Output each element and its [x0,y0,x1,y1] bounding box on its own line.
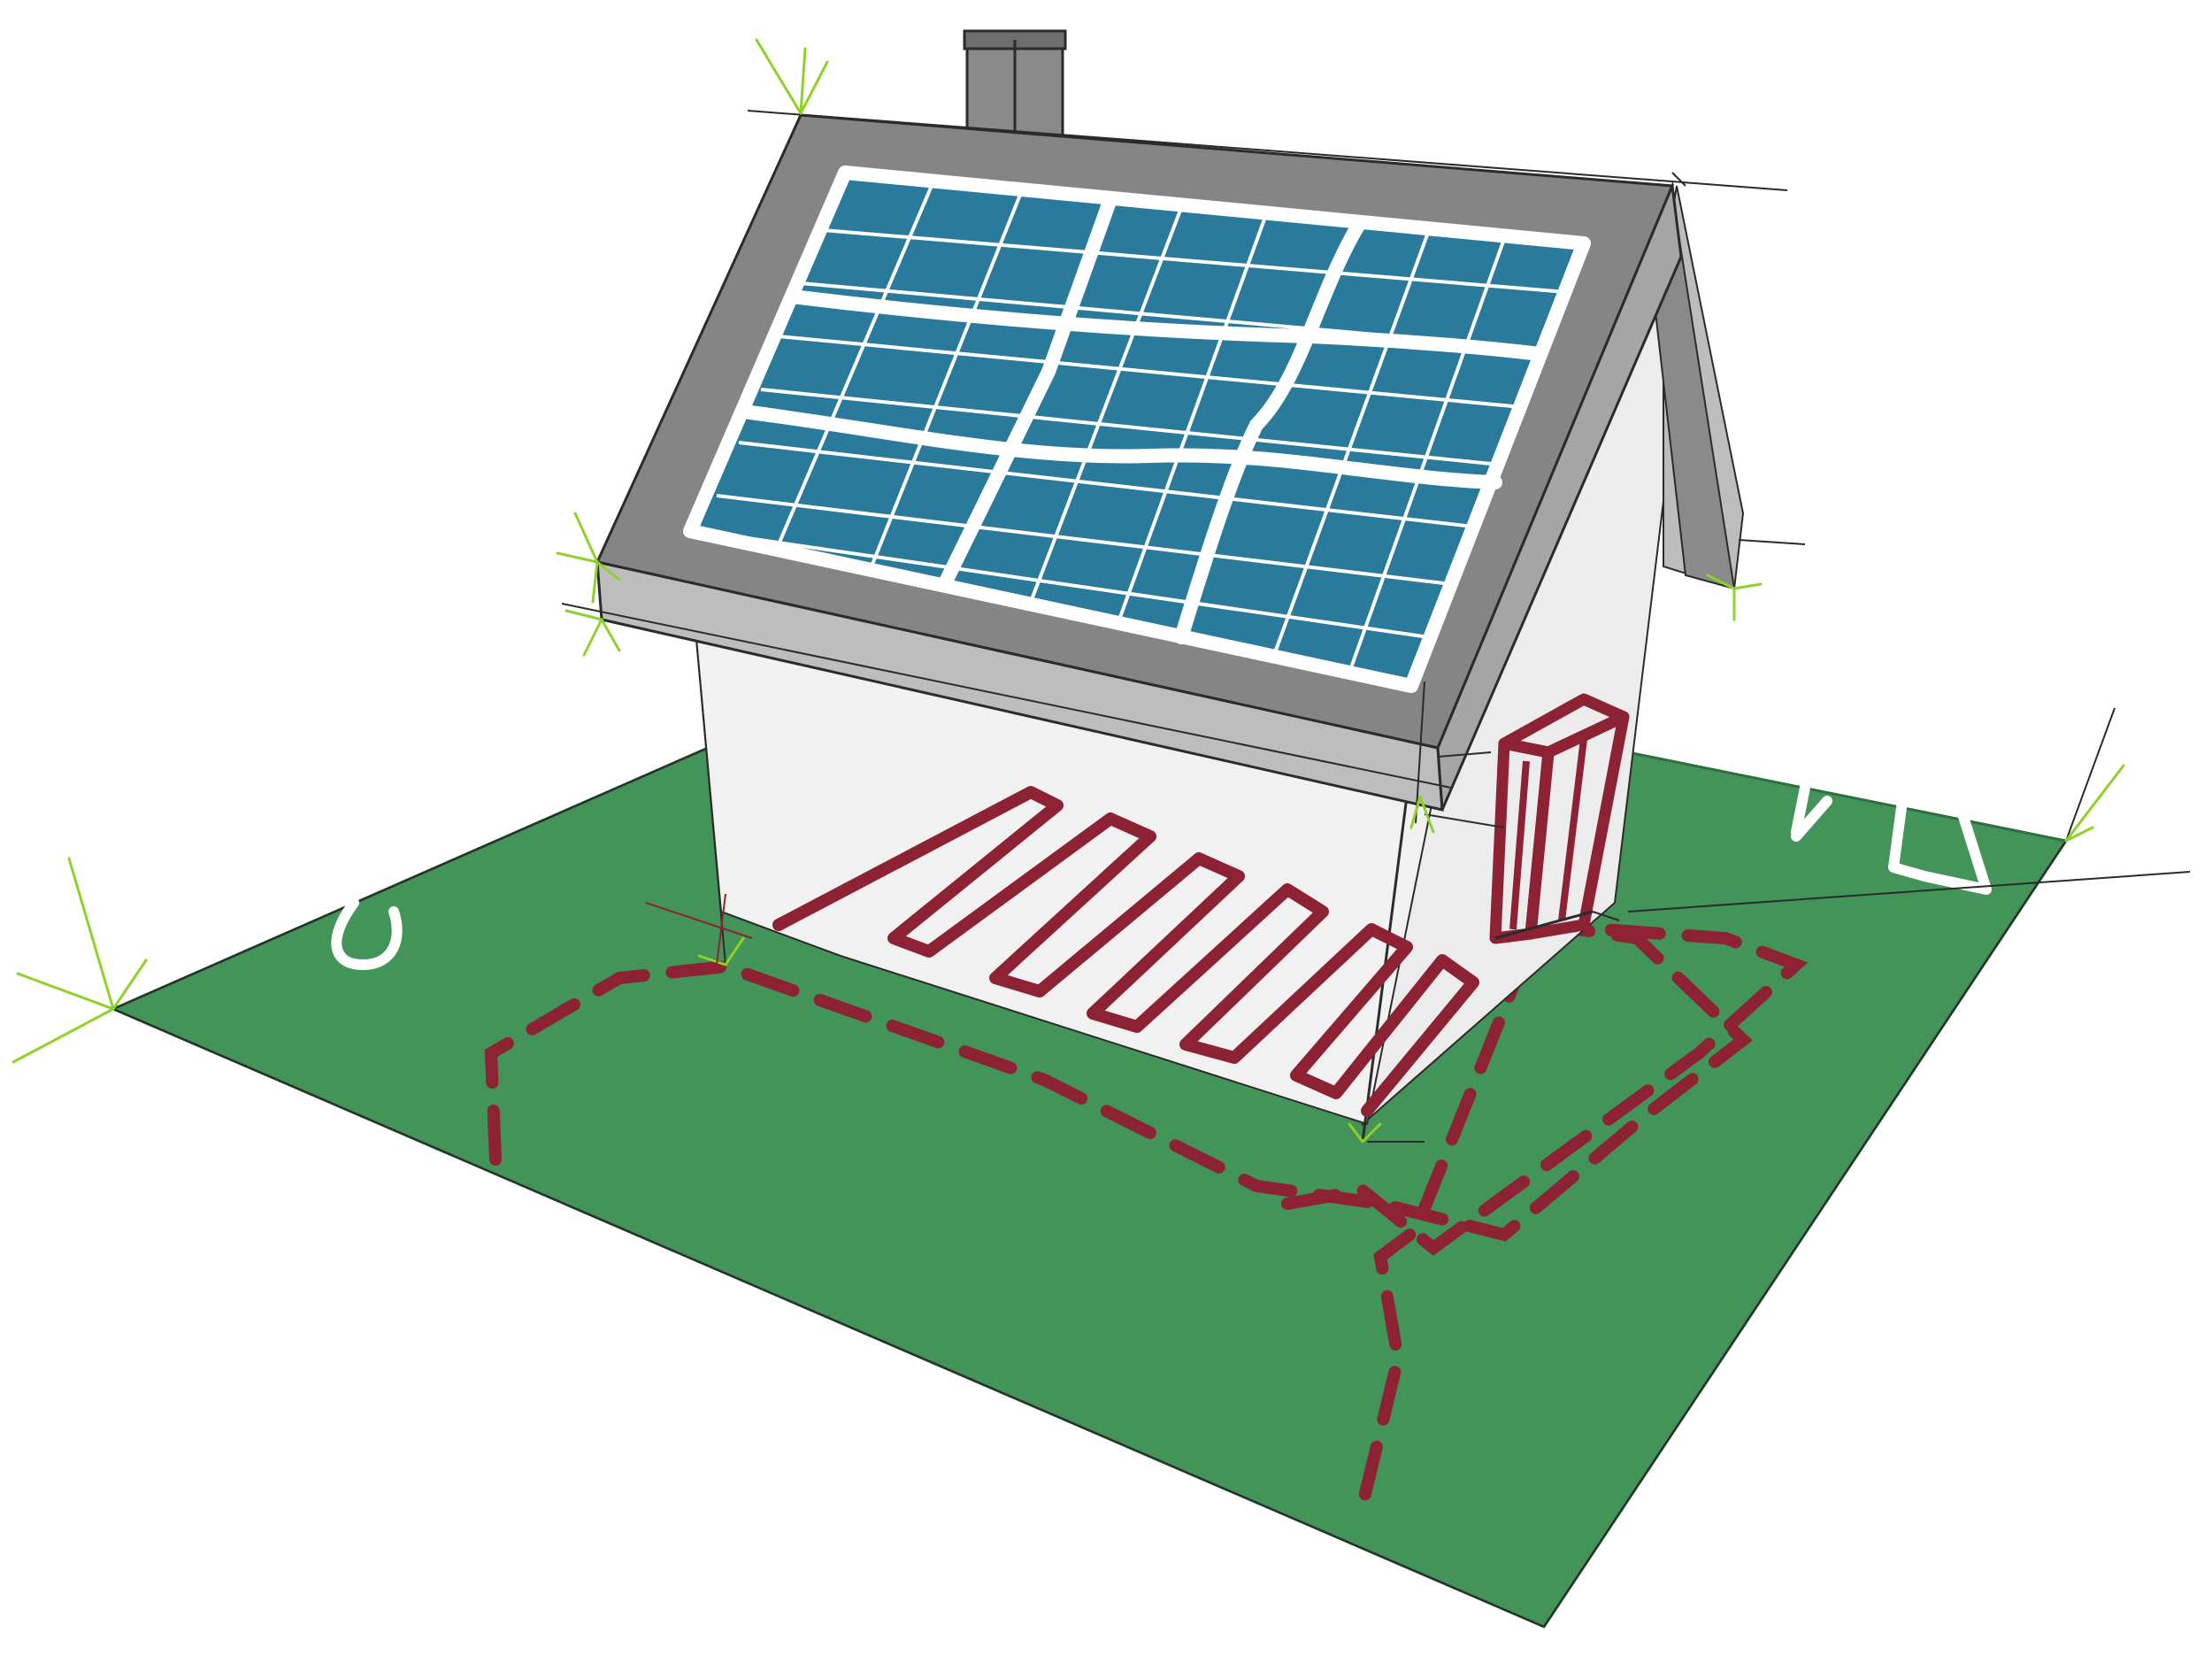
guide-mark-ground-right [2066,766,2124,841]
chimney [964,31,1065,142]
guide-mark-ground-left [13,859,146,1062]
guide-mark-roof-top [757,40,827,113]
